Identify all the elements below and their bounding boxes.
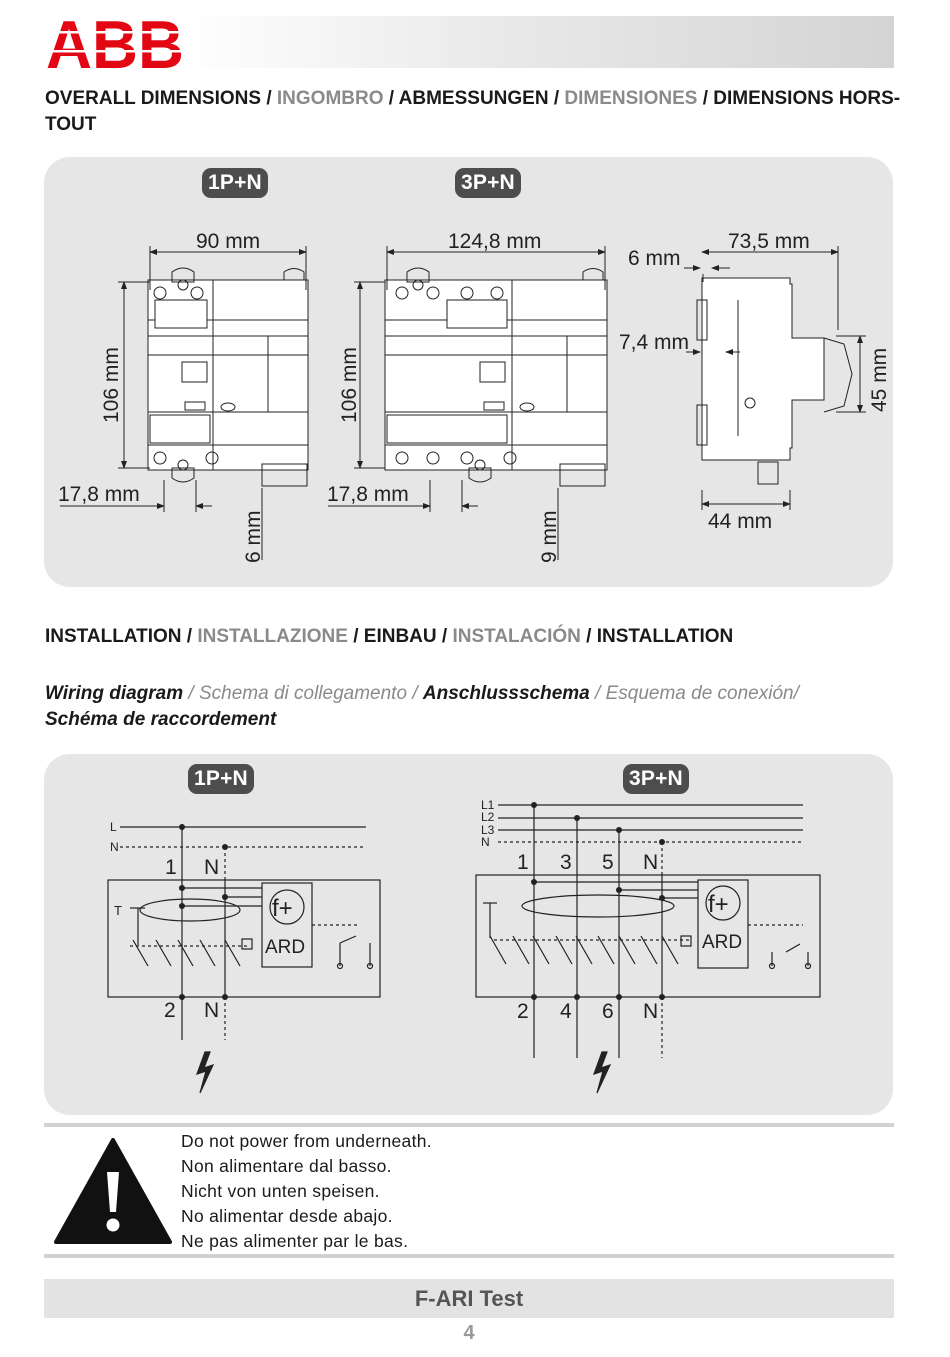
dim-width-3p: 124,8 mm [448,230,541,253]
term-top-n-3p: N [643,851,658,874]
ard-label-3p: ARD [702,932,742,953]
term-top-1: 1 [165,856,177,879]
installation-title: INSTALLATION / INSTALLAZIONE / EINBAU / … [45,626,734,647]
dim-offset-1p: 17,8 mm [58,483,140,506]
dim-height-3p: 106 mm [338,347,361,423]
term-bottom-2-3p: 2 [517,1000,529,1023]
page-number: 4 [463,1322,475,1344]
term-bottom-2: 2 [164,999,176,1022]
badge-wiring-3p-n: 3P+N [623,764,689,794]
dimensions-title: OVERALL DIMENSIONS / INGOMBRO / ABMESSUN… [45,88,901,135]
wire-label-l: L [110,820,117,834]
term-bottom-n-3p: N [643,1000,658,1023]
dim-bottom-3p: 9 mm [538,511,561,564]
dim-side-width: 73,5 mm [728,230,810,253]
dim-side-6: 6 mm [628,247,681,270]
ard-label: ARD [265,937,305,958]
badge-wiring-1p-n: 1P+N [188,764,254,794]
term-top-1-3p: 1 [517,851,529,874]
device-1p-outline [147,267,309,487]
dim-side-74: 7,4 mm [619,331,689,354]
warning-bottom-rule [44,1254,894,1258]
term-top-n: N [204,856,219,879]
wiring-diagrams: L N 1 N 2 N T f+ ARD L1 L2 L3 N 1 3 5 N … [107,798,821,1094]
wire-label-l3: L3 [481,823,495,837]
warning-text: Do not power from underneath. Non alimen… [181,1131,432,1251]
dim-side-44: 44 mm [708,510,772,533]
device-side-outline [696,274,853,485]
dim-width-1p: 90 mm [196,230,260,253]
header-band [180,16,894,68]
wire-label-n3: N [481,835,490,849]
test-label: T [114,903,122,918]
badge-3p-n: 3P+N [455,168,521,198]
svg-text:ABB: ABB [46,14,184,70]
dimension-drawings: 90 mm 124,8 mm 6 mm 73,5 mm 7,4 mm 17,8 … [58,230,891,564]
dim-side-45: 45 mm [868,348,891,412]
warning-top-rule [44,1123,894,1127]
term-bottom-4: 4 [560,1000,572,1023]
abb-logo: ABB [46,14,186,70]
wire-label-l2: L2 [481,810,495,824]
wiring-title: Wiring diagram / Schema di collegamento … [45,683,799,730]
term-top-3: 3 [560,851,572,874]
footer-band [44,1279,894,1318]
dim-height-1p: 106 mm [100,347,123,423]
wire-label-n: N [110,840,119,854]
wire-label-l1: L1 [481,798,495,812]
badge-1p-n: 1P+N [202,168,268,198]
term-bottom-n: N [204,999,219,1022]
term-top-5: 5 [602,851,614,874]
wiring-panel [44,754,893,1115]
device-3p-outline [384,267,608,487]
warning-triangle-icon [54,1138,172,1244]
f-plus-label: f+ [272,895,293,922]
product-name: F-ARI Test [414,1286,524,1311]
dim-bottom-1p: 6 mm [242,511,265,564]
term-bottom-6: 6 [602,1000,614,1023]
f-plus-label-3p: f+ [708,891,729,918]
dim-offset-3p: 17,8 mm [327,483,409,506]
